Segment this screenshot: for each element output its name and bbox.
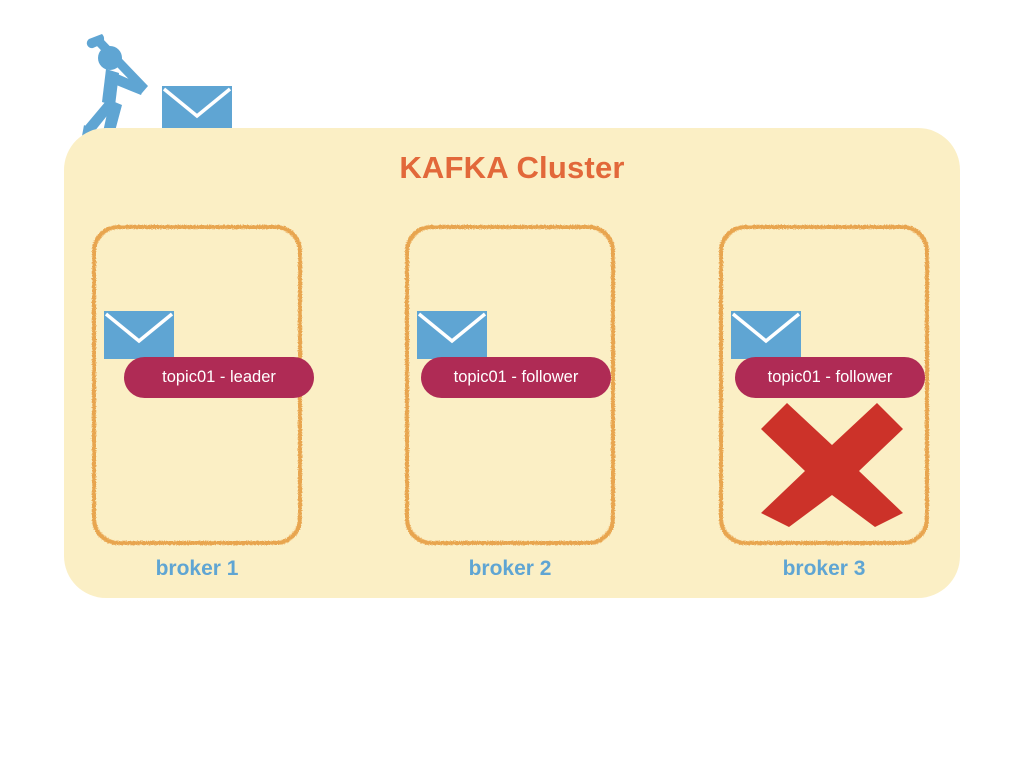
topic-partition-badge[interactable]: topic01 - follower [735, 357, 925, 398]
kafka-cluster-panel: KAFKA Cluster topic01 - leader broker 1 … [64, 128, 960, 598]
envelope-icon [731, 311, 801, 364]
page-title: KAFKA Cluster [399, 150, 625, 185]
topic-partition-badge[interactable]: topic01 - follower [421, 357, 611, 398]
broker-box-outline [719, 225, 929, 545]
broker-label: broker 2 [468, 557, 552, 580]
red-cross-icon [761, 403, 903, 527]
envelope-icon [162, 86, 232, 139]
broker-label: broker 3 [782, 557, 866, 580]
envelope-icon [104, 311, 174, 364]
broker-label: broker 1 [155, 557, 239, 580]
producer-group [82, 28, 242, 148]
topic-partition-badge[interactable]: topic01 - leader [124, 357, 314, 398]
golfer-icon [82, 28, 154, 145]
broker-3[interactable]: topic01 - follower broker 3 [719, 225, 929, 580]
envelope-icon [417, 311, 487, 364]
broker-box-outline [405, 225, 615, 545]
broker-2[interactable]: topic01 - follower broker 2 [405, 225, 615, 580]
broker-1[interactable]: topic01 - leader broker 1 [92, 225, 314, 580]
